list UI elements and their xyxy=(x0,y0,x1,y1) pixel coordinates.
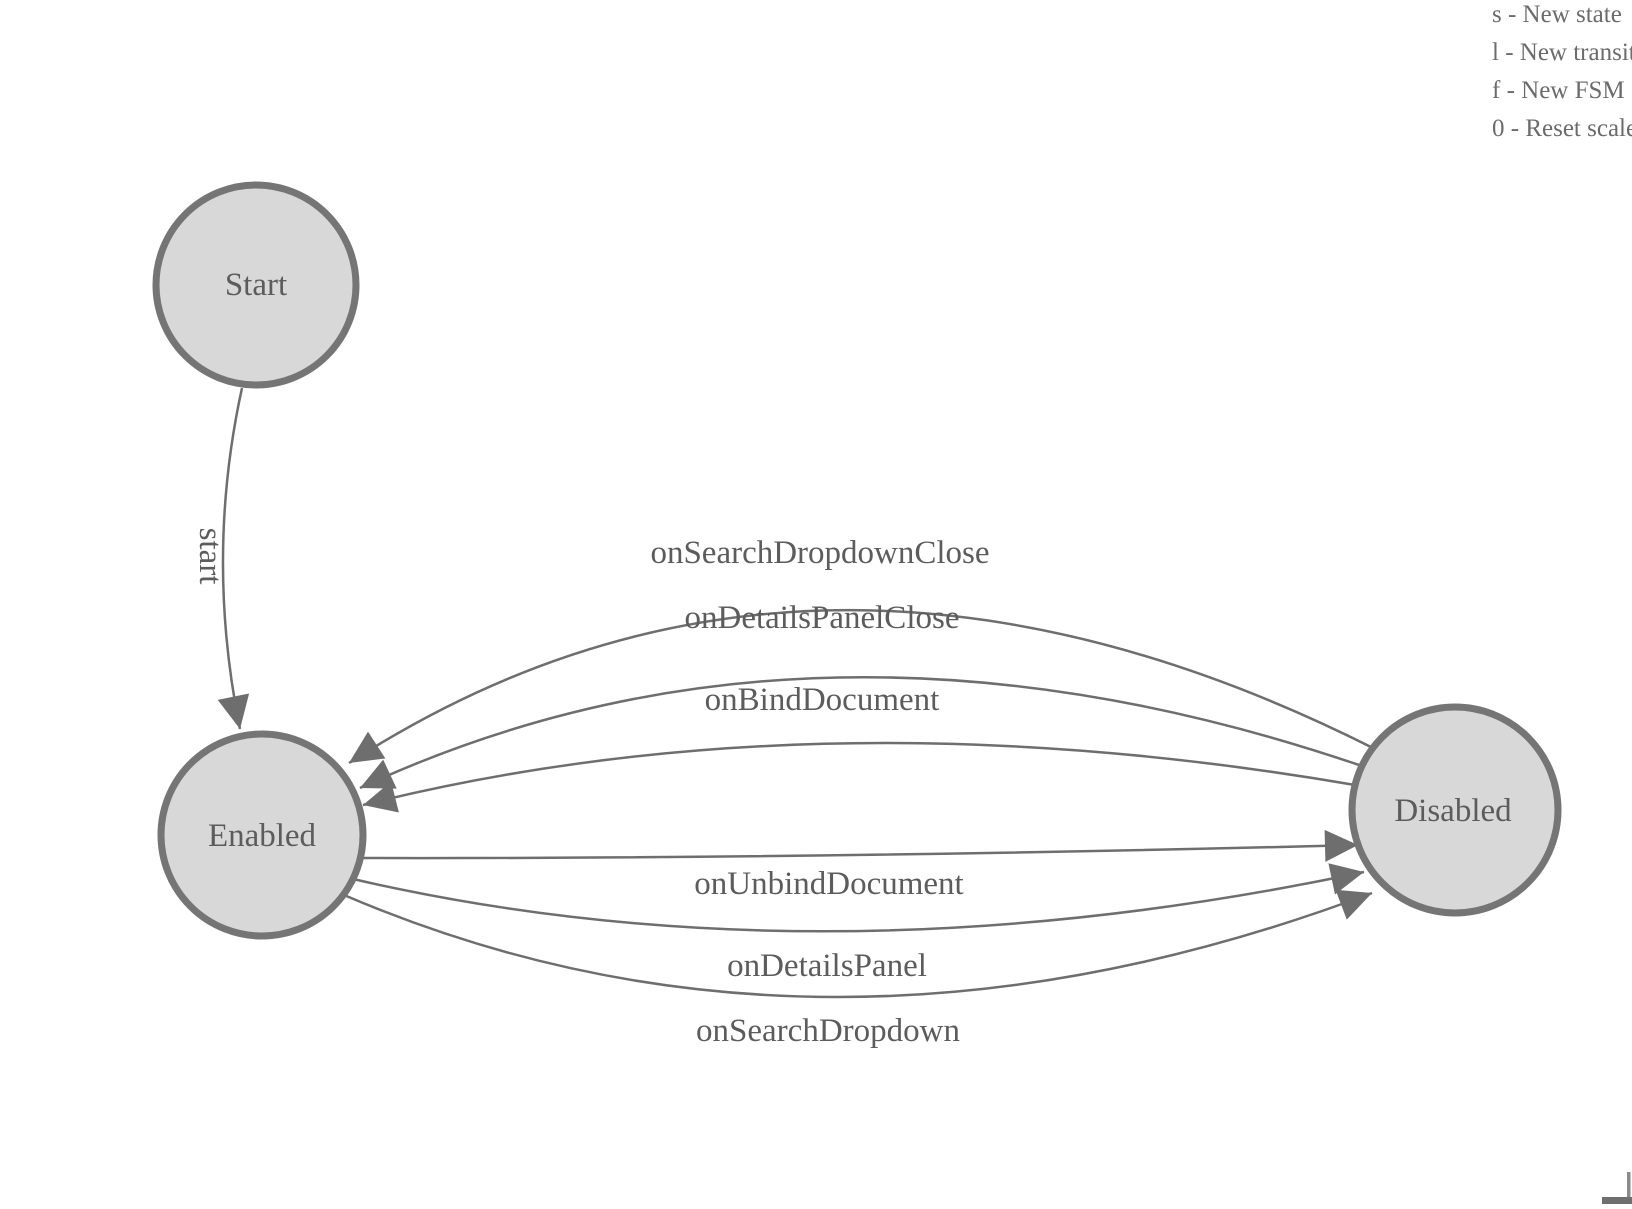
state-label-enabled: Enabled xyxy=(208,818,317,854)
arrowhead-onDetailsPanel xyxy=(1328,863,1364,895)
transition-edge-onSearchDropdownClose[interactable] xyxy=(348,609,1374,765)
legend-line-new-transition: l - New transition xyxy=(1492,39,1632,66)
arrowhead-onSearchDropdown xyxy=(1335,889,1372,920)
arrowhead-start xyxy=(217,693,250,729)
transition-label-onSearchDropdownClose[interactable]: onSearchDropdownClose xyxy=(650,535,989,571)
transition-label-onBindDocument[interactable]: onBindDocument xyxy=(705,682,940,718)
arrowhead-onSearchDropdownClose xyxy=(349,731,386,763)
transition-edge-onDetailsPanelClose[interactable] xyxy=(359,676,1363,790)
state-node-disabled[interactable] xyxy=(1348,703,1562,917)
arrowhead-onUnbindDocument xyxy=(1324,829,1358,862)
transition-label-start[interactable]: start xyxy=(192,528,228,585)
state-node-enabled[interactable] xyxy=(157,730,367,940)
canvas-resize-corner[interactable] xyxy=(1602,1172,1632,1204)
arrowhead-onDetailsPanelClose xyxy=(360,759,397,789)
transition-edge-onSearchDropdown[interactable] xyxy=(343,891,1373,999)
legend-line-new-fsm: f - New FSM xyxy=(1492,77,1625,104)
shortcuts-legend: s - New state l - New transition f - New… xyxy=(1492,0,1632,148)
legend-line-reset-scale: 0 - Reset scale xyxy=(1492,115,1632,142)
state-label-disabled: Disabled xyxy=(1394,793,1512,829)
resize-corner-horizontal-bar xyxy=(1602,1197,1632,1204)
legend-line-new-state: s - New state xyxy=(1492,1,1622,28)
resize-corner-vertical-bar xyxy=(1627,1172,1631,1198)
transition-edge-onDetailsPanel[interactable] xyxy=(352,870,1365,933)
transition-label-onDetailsPanelClose[interactable]: onDetailsPanelClose xyxy=(685,600,960,636)
transition-label-onSearchDropdown[interactable]: onSearchDropdown xyxy=(696,1013,960,1049)
state-label-start: Start xyxy=(225,267,287,303)
state-node-start[interactable] xyxy=(152,181,360,389)
transition-label-onUnbindDocument[interactable]: onUnbindDocument xyxy=(694,866,963,902)
transition-edge-onBindDocument[interactable] xyxy=(362,741,1356,807)
transition-label-onDetailsPanel[interactable]: onDetailsPanel xyxy=(727,948,927,984)
transition-edge-start[interactable] xyxy=(221,387,244,730)
arrowhead-onBindDocument xyxy=(363,781,399,813)
transition-edge-onUnbindDocument[interactable] xyxy=(359,843,1359,860)
